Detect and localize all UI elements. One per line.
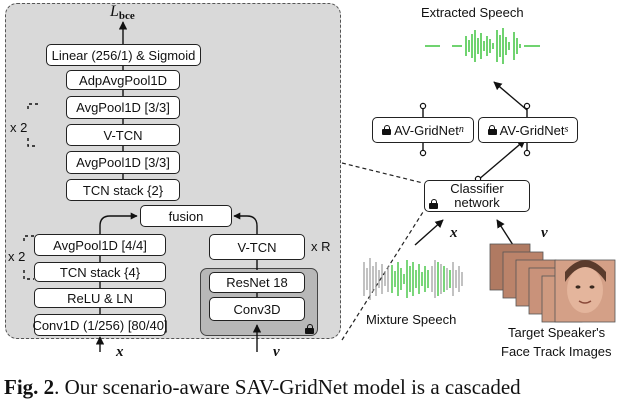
repeat-label-left: x 2 xyxy=(8,249,26,264)
loss-symbol: L xyxy=(110,3,119,20)
gridnet-s-label: AV-GridNet xyxy=(499,122,565,138)
avgpool-block-top: AvgPool1D [3/3] xyxy=(66,96,180,119)
loss-label: Lbce xyxy=(110,4,135,22)
lock-icon xyxy=(429,199,438,209)
classifier-network-block: Classifier network xyxy=(424,180,530,212)
classifier-label-line2: network xyxy=(454,195,500,210)
input-x-right: x xyxy=(450,225,458,241)
extracted-waveform xyxy=(425,28,540,64)
input-v-right: v xyxy=(541,225,548,241)
input-v-left: v xyxy=(273,344,280,360)
lock-icon xyxy=(487,125,497,135)
fusion-block: fusion xyxy=(140,205,232,227)
input-x-left: x xyxy=(116,344,124,360)
repeat-label-right: x R xyxy=(311,239,331,254)
tcn-stack-2-block: TCN stack {2} xyxy=(66,179,180,201)
target-speaker-label: Target Speaker's xyxy=(508,325,606,340)
gridnet-n-subscript: n xyxy=(458,124,464,135)
resnet18-block: ResNet 18 xyxy=(209,272,305,293)
classifier-label-line1: Classifier xyxy=(450,180,504,196)
tcn-stack-4-block: TCN stack {4} xyxy=(34,262,166,282)
loss-subscript: bce xyxy=(118,10,135,22)
adp-avgpool-block: AdpAvgPool1D xyxy=(66,70,180,90)
mixture-speech-label: Mixture Speech xyxy=(366,312,457,327)
relu-ln-block: ReLU & LN xyxy=(34,288,166,308)
lock-icon xyxy=(382,125,392,135)
figure-number: Fig. 2 xyxy=(4,375,55,399)
figure-caption: Fig. 2. Our scenario-aware SAV-GridNet m… xyxy=(4,375,521,400)
vtcn-block-right: V-TCN xyxy=(209,234,305,260)
caption-text: . Our scenario-aware SAV-GridNet model i… xyxy=(54,375,521,399)
extracted-speech-label: Extracted Speech xyxy=(421,5,524,20)
conv1d-block: Conv1D (1/256) [80/40] xyxy=(32,314,168,336)
face-track-images xyxy=(489,243,616,323)
gridnet-n-label: AV-GridNet xyxy=(394,122,459,138)
face-track-label: Face Track Images xyxy=(501,344,612,359)
linear-sigmoid-block: Linear (256/1) & Sigmoid xyxy=(46,44,201,66)
conv3d-block: Conv3D xyxy=(209,297,305,321)
mixture-waveform xyxy=(363,258,463,300)
avgpool-block-mid: AvgPool1D [3/3] xyxy=(66,151,180,174)
repeat-label-top: x 2 xyxy=(10,120,28,135)
vtcn-block-mid: V-TCN xyxy=(66,124,180,146)
gridnet-s-subscript: s xyxy=(564,124,569,135)
lock-icon xyxy=(305,324,314,334)
avgpool-44-block: AvgPool1D [4/4] xyxy=(34,234,166,256)
